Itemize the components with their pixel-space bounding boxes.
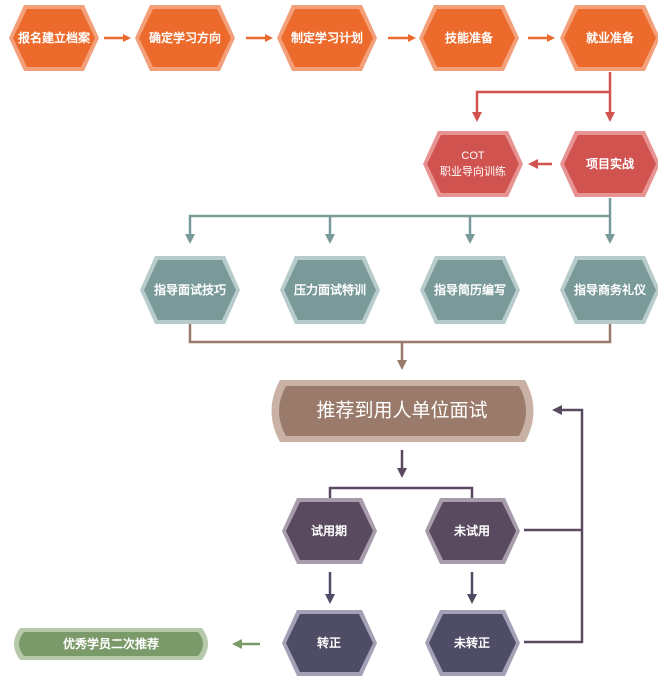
step-register: 报名建立档案 (9, 5, 99, 71)
svg-text:优秀学员二次推荐: 优秀学员二次推荐 (63, 636, 159, 651)
step-etiquette: 指导商务礼仪 (560, 256, 658, 324)
step-pressure-interview: 压力面试特训 (280, 256, 380, 324)
svg-text:压力面试特训: 压力面试特训 (294, 282, 366, 297)
svg-text:技能准备: 技能准备 (445, 30, 494, 45)
svg-text:指导商务礼仪: 指导商务礼仪 (574, 282, 647, 297)
svg-text:制定学习计划: 制定学习计划 (291, 30, 363, 45)
teal-bus (185, 214, 610, 244)
step-regular: 转正 (282, 610, 377, 676)
step-interview-skills: 指导面试技巧 (140, 256, 240, 324)
step-plan: 制定学习计划 (277, 5, 377, 71)
step-project: 项目实战 (560, 131, 658, 197)
step-cot: COT 职业导向训练 (423, 131, 523, 197)
step-recommend: 推荐到用人单位面试 (271, 380, 534, 442)
svg-text:COT: COT (461, 150, 485, 162)
svg-text:项目实战: 项目实战 (586, 156, 634, 171)
step-no-trial: 未试用 (425, 498, 520, 564)
step-skills: 技能准备 (419, 5, 519, 71)
step-excellent: 优秀学员二次推荐 (14, 628, 208, 660)
step-resume: 指导简历编写 (420, 256, 520, 324)
step-direction: 确定学习方向 (135, 5, 235, 71)
svg-text:报名建立档案: 报名建立档案 (18, 30, 91, 45)
svg-text:未试用: 未试用 (453, 523, 490, 538)
svg-text:指导面试技巧: 指导面试技巧 (154, 282, 226, 297)
step-trial: 试用期 (282, 498, 377, 564)
svg-text:试用期: 试用期 (311, 523, 347, 538)
step-not-regular: 未转正 (425, 610, 520, 676)
svg-text:转正: 转正 (317, 635, 341, 650)
svg-text:推荐到用人单位面试: 推荐到用人单位面试 (316, 400, 487, 422)
svg-text:职业导向训练: 职业导向训练 (440, 164, 506, 178)
step-employment: 就业准备 (560, 5, 658, 71)
svg-text:指导简历编写: 指导简历编写 (434, 282, 506, 297)
loop-back-2 (524, 405, 584, 644)
svg-text:确定学习方向: 确定学习方向 (149, 30, 221, 45)
purple-split (328, 486, 474, 505)
svg-text:未转正: 未转正 (453, 635, 490, 650)
brown-merge (188, 320, 612, 344)
svg-text:就业准备: 就业准备 (586, 30, 635, 45)
arrow-step5-cot (472, 90, 610, 122)
